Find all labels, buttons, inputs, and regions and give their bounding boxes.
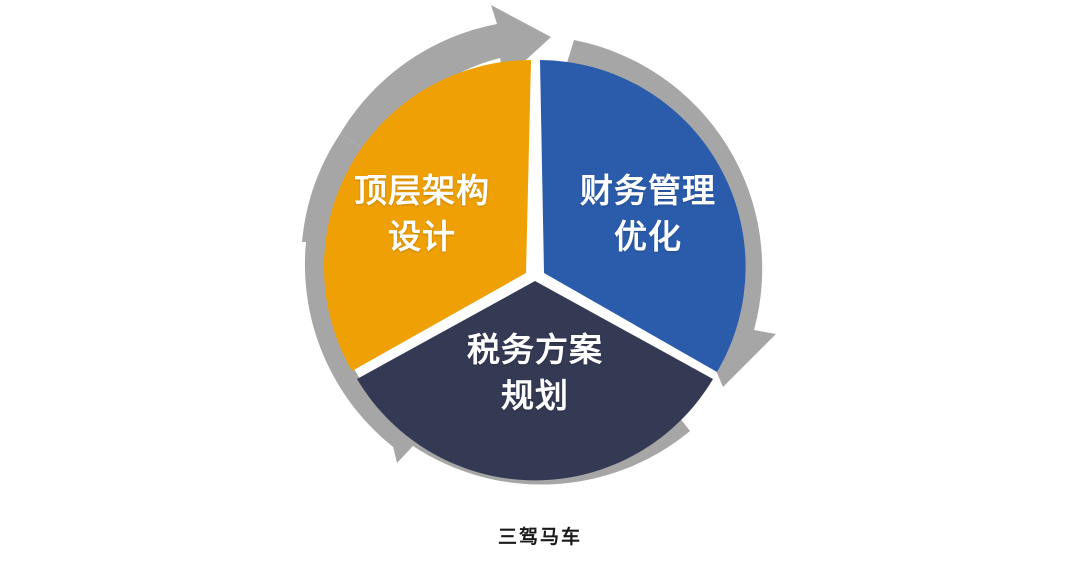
segment-tax-plan-planning[interactable] <box>357 281 713 481</box>
segment-top-architecture-design[interactable] <box>323 60 531 371</box>
ring-arrow-top-icon <box>302 134 404 455</box>
segment-financial-management-optimization[interactable] <box>540 60 746 372</box>
segment-group <box>323 60 746 481</box>
diagram-caption: 三驾马车 <box>497 527 582 548</box>
